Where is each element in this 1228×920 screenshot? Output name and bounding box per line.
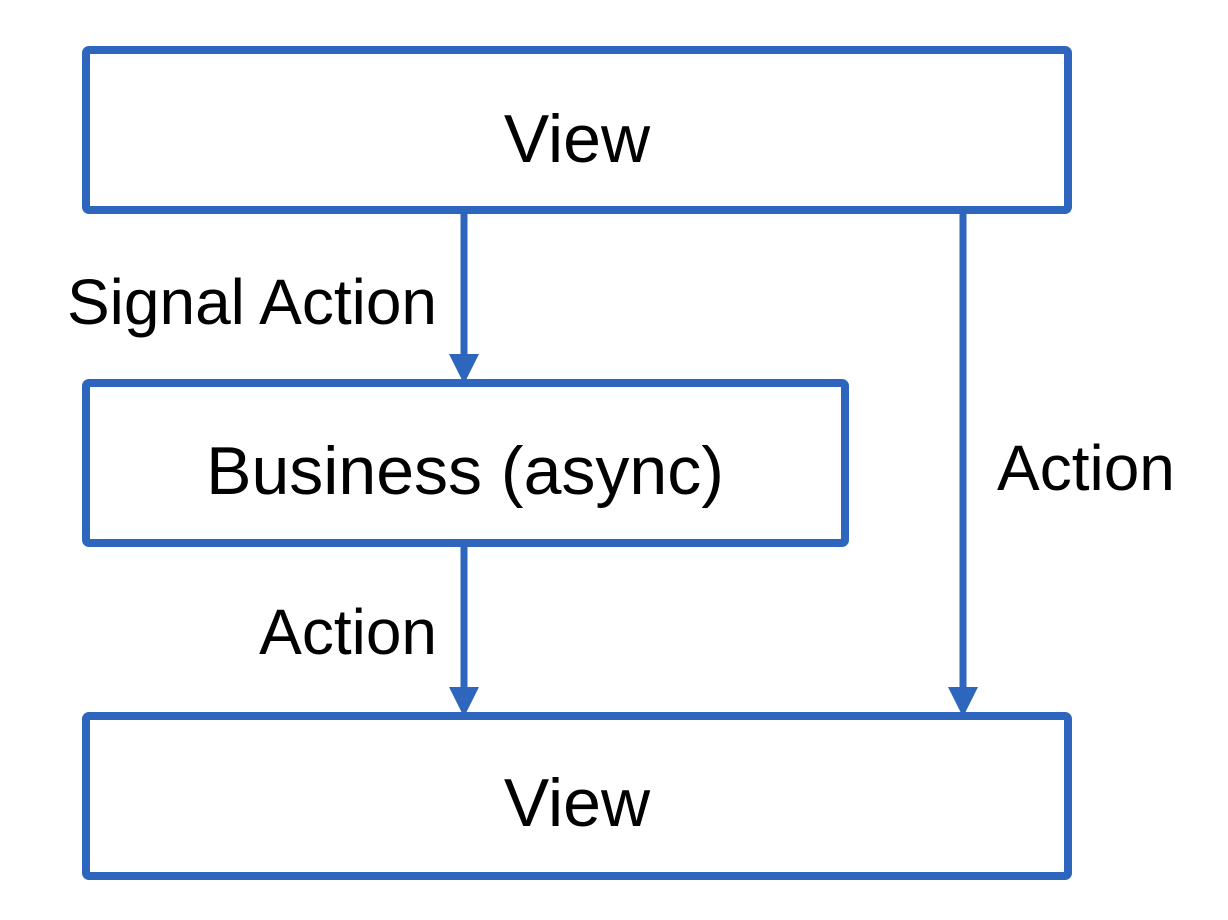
top-view-label: View [504, 101, 651, 177]
business-node: Business (async) [82, 379, 849, 547]
business-label: Business (async) [206, 433, 724, 509]
direct-action-label: Action [997, 432, 1175, 504]
business-to-view-arrow [449, 545, 479, 717]
bottom-view-label: View [504, 765, 651, 841]
business-action-label: Action [259, 596, 437, 668]
bottom-view-box [82, 712, 1072, 880]
business-box [82, 379, 849, 547]
view-to-view-arrowhead-icon [948, 687, 978, 717]
bottom-view-node: View [82, 712, 1072, 880]
top-view-box [82, 46, 1072, 214]
view-to-business-arrowhead-icon [449, 354, 479, 384]
view-to-business-arrow [449, 212, 479, 384]
top-view-node: View [82, 46, 1072, 214]
business-to-view-arrowhead-icon [449, 687, 479, 717]
view-to-view-arrow [948, 212, 978, 717]
signal-action-label: Signal Action [67, 266, 437, 338]
